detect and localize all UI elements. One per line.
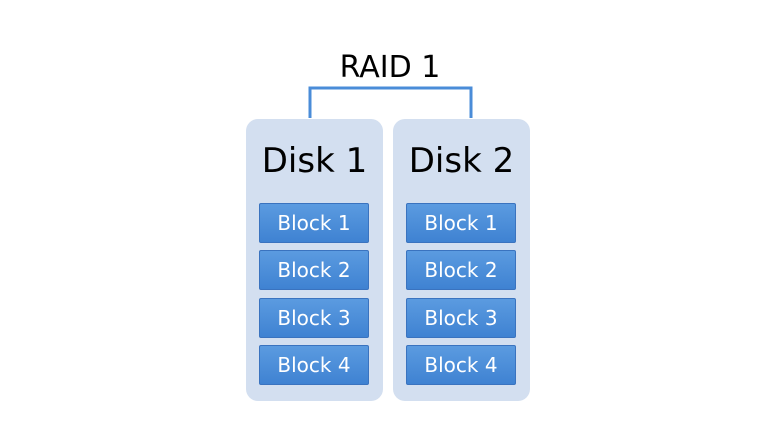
disk-2-block-4: Block 4: [406, 345, 516, 385]
raid-bracket-line: [308, 86, 473, 118]
disk-2-block-1: Block 1: [406, 203, 516, 243]
disk-2-block-2: Block 2: [406, 250, 516, 290]
disk-1-block-4: Block 4: [259, 345, 369, 385]
disk-1-label: Disk 1: [261, 141, 368, 181]
disk-2-label: Disk 2: [408, 141, 515, 181]
disk-2-block-3: Block 3: [406, 298, 516, 338]
disk-2: Disk 2 Block 1 Block 2 Block 3 Block 4: [393, 119, 530, 401]
disk-1: Disk 1 Block 1 Block 2 Block 3 Block 4: [246, 119, 383, 401]
disk-1-block-2: Block 2: [259, 250, 369, 290]
disk-1-block-1: Block 1: [259, 203, 369, 243]
disk-1-block-3: Block 3: [259, 298, 369, 338]
raid-title: RAID 1: [339, 50, 441, 85]
